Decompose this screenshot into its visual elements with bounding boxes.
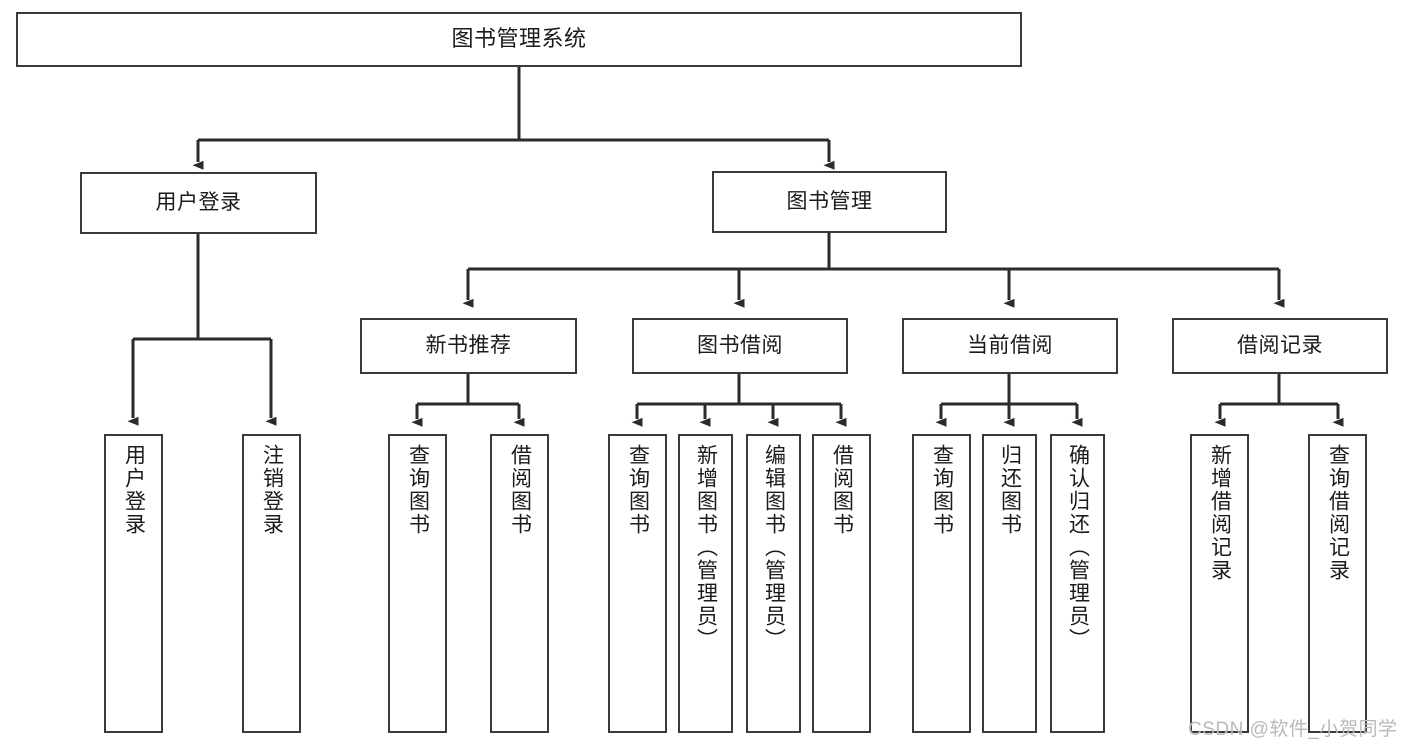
node-book-management[interactable]: 图书管理 — [712, 171, 947, 233]
node-label: 查询图书 — [626, 444, 650, 536]
node-label: 图书管理 — [786, 189, 873, 213]
node-borrow-record[interactable]: 借阅记录 — [1172, 318, 1388, 374]
node-label: 新书推荐 — [425, 333, 512, 357]
node-label: 当前借阅 — [967, 333, 1053, 357]
leaf-user-login[interactable]: 用户登录 — [104, 434, 163, 733]
node-label: 图书借阅 — [697, 333, 783, 357]
node-label: 新增借阅记录 — [1208, 444, 1232, 582]
node-book-borrow[interactable]: 图书借阅 — [632, 318, 848, 374]
leaf-user-logout[interactable]: 注销登录 — [242, 434, 301, 733]
node-new-book-recommend[interactable]: 新书推荐 — [360, 318, 577, 374]
node-label: 借阅记录 — [1237, 333, 1323, 357]
node-label: 新增图书（管理员） — [694, 444, 718, 651]
node-current-borrow[interactable]: 当前借阅 — [902, 318, 1118, 374]
node-label: 查询借阅记录 — [1326, 444, 1350, 582]
leaf-query-book-recommend[interactable]: 查询图书 — [388, 434, 447, 733]
node-user-login[interactable]: 用户登录 — [80, 172, 317, 234]
node-label: 借阅图书 — [508, 444, 532, 536]
leaf-add-borrow-record[interactable]: 新增借阅记录 — [1190, 434, 1249, 733]
node-label: 归还图书 — [998, 444, 1022, 536]
csdn-watermark: CSDN @软件_小贺同学 — [1188, 719, 1398, 740]
node-root-book-management-system[interactable]: 图书管理系统 — [16, 12, 1022, 67]
leaf-confirm-return[interactable]: 确认归还（管理员） — [1050, 434, 1105, 733]
node-label: 确认归还（管理员） — [1066, 444, 1090, 651]
leaf-query-book-current[interactable]: 查询图书 — [912, 434, 971, 733]
node-label: 查询图书 — [406, 444, 430, 536]
leaf-query-book-borrow[interactable]: 查询图书 — [608, 434, 667, 733]
node-label: 用户登录 — [122, 444, 146, 536]
node-label: 用户登录 — [155, 190, 242, 214]
node-label: 编辑图书（管理员） — [762, 444, 786, 651]
node-label: 图书管理系统 — [451, 26, 587, 52]
leaf-return-book[interactable]: 归还图书 — [982, 434, 1037, 733]
leaf-query-borrow-record[interactable]: 查询借阅记录 — [1308, 434, 1367, 733]
leaf-add-book[interactable]: 新增图书（管理员） — [678, 434, 733, 733]
node-label: 查询图书 — [930, 444, 954, 536]
leaf-borrow-book-recommend[interactable]: 借阅图书 — [490, 434, 549, 733]
node-label: 借阅图书 — [830, 444, 854, 536]
leaf-edit-book[interactable]: 编辑图书（管理员） — [746, 434, 801, 733]
node-label: 注销登录 — [260, 444, 284, 536]
leaf-borrow-book[interactable]: 借阅图书 — [812, 434, 871, 733]
